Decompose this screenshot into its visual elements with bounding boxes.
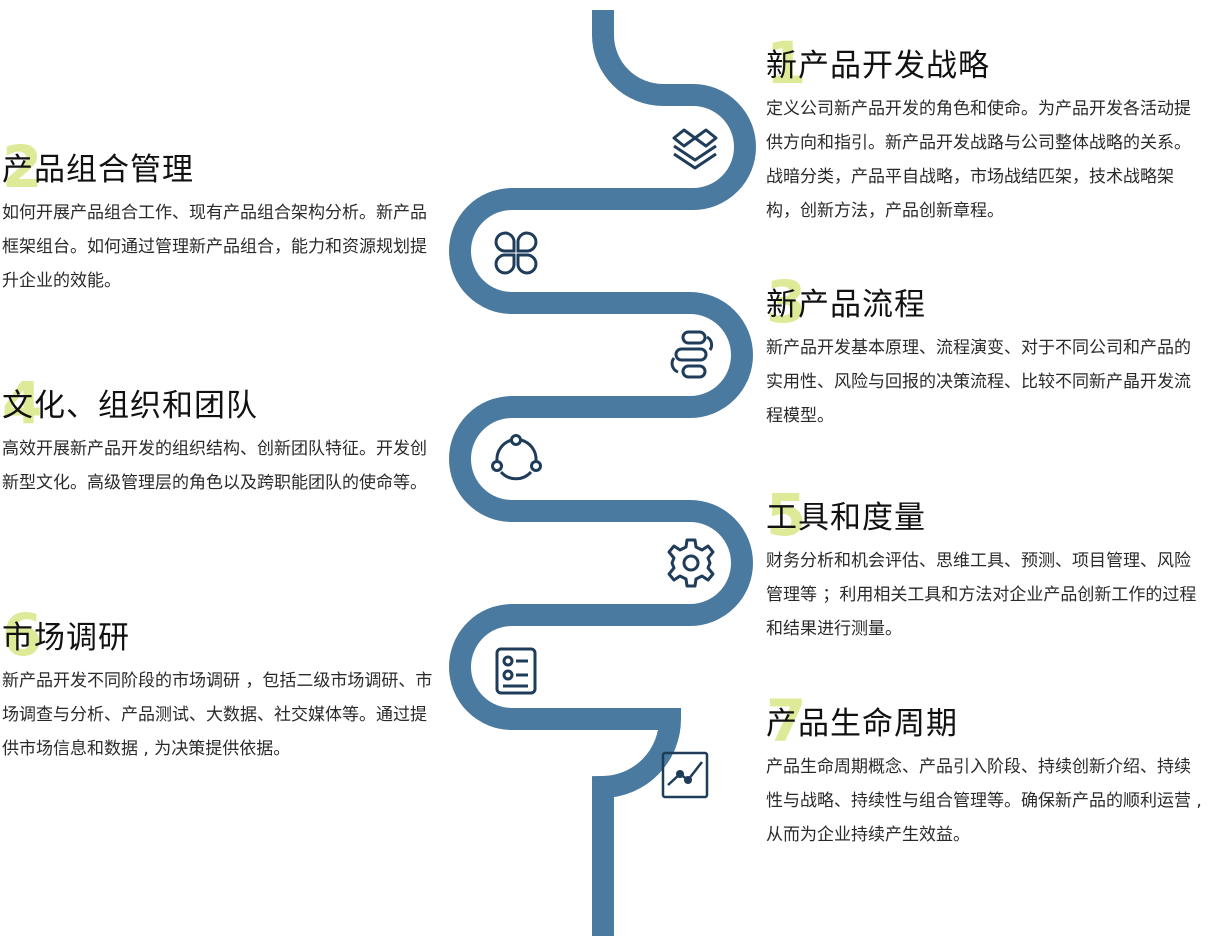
section-5: 5 工具和度量 财务分析和机会评估、思维工具、预测、项目管理、风险管理等 ；利用… [766,486,1206,646]
section-number: 7 [766,687,807,755]
section-3: 3 新产品流程 新产品开发基本原理、流程演变、对于不同公司和产品的实用性、风险与… [766,273,1206,433]
section-title: 新产品流程 [766,287,926,323]
section-title: 产品生命周期 [766,706,958,742]
section-4: 4 文化、组织和团队 高效开展新产品开发的组织结构、创新团队特征。开发创新型文化… [2,374,442,500]
section-description: 财务分析和机会评估、思维工具、预测、项目管理、风险管理等 ；利用相关工具和方法对… [766,551,1197,639]
gear-icon [666,538,716,588]
section-description: 新产品开发不同阶段的市场调研 ，包括二级市场调研、市场调查与分析、产品测试、大数… [2,671,433,759]
winding-path-line [449,10,756,936]
line-chart-icon [660,750,710,800]
section-description: 高效开展新产品开发的组织结构、创新团队特征。开发创新型文化。高级管理层的角色以及… [2,439,427,493]
section-number: 4 [2,369,43,437]
section-number: 3 [766,268,807,336]
section-title: 市场调研 [2,620,130,656]
section-description: 新产品开发基本原理、流程演变、对于不同公司和产品的实用性、风险与回报的决策流程、… [766,338,1191,426]
section-title: 新产品开发战略 [766,48,990,84]
section-title: 产品组合管理 [2,152,194,188]
section-description: 定义公司新产品开发的角色和使命。为产品开发各活动提供方向和指引。新产品开发战路与… [766,99,1191,221]
section-number: 2 [2,133,43,201]
section-6: 6 市场调研 新产品开发不同阶段的市场调研 ，包括二级市场调研、市场调查与分析、… [2,606,442,766]
layers-icon [670,122,720,172]
cycle-icon [491,434,542,484]
section-title: 工具和度量 [766,500,926,536]
section-description: 产品生命周期概念、产品引入阶段、持续创新介绍、持续性与战略、持续性与组合管理等。… [766,757,1202,845]
section-2: 2 产品组合管理 如何开展产品组合工作、现有产品组合架构分析。新产品框架组台。如… [2,138,442,298]
section-number: 6 [2,601,43,669]
section-number: 1 [766,29,807,97]
section-number: 5 [766,481,807,549]
section-7: 7 产品生命周期 产品生命周期概念、产品引入阶段、持续创新介绍、持续性与战略、持… [766,692,1206,852]
section-description: 如何开展产品组合工作、现有产品组合架构分析。新产品框架组台。如何通过管理新产品组… [2,203,427,291]
section-1: 1 新产品开发战略 定义公司新产品开发的角色和使命。为产品开发各活动提供方向和指… [766,34,1206,228]
section-title: 文化、组织和团队 [2,388,258,424]
four-leaf-icon [491,228,541,278]
checklist-icon [491,646,541,696]
process-flow-icon [666,330,716,380]
